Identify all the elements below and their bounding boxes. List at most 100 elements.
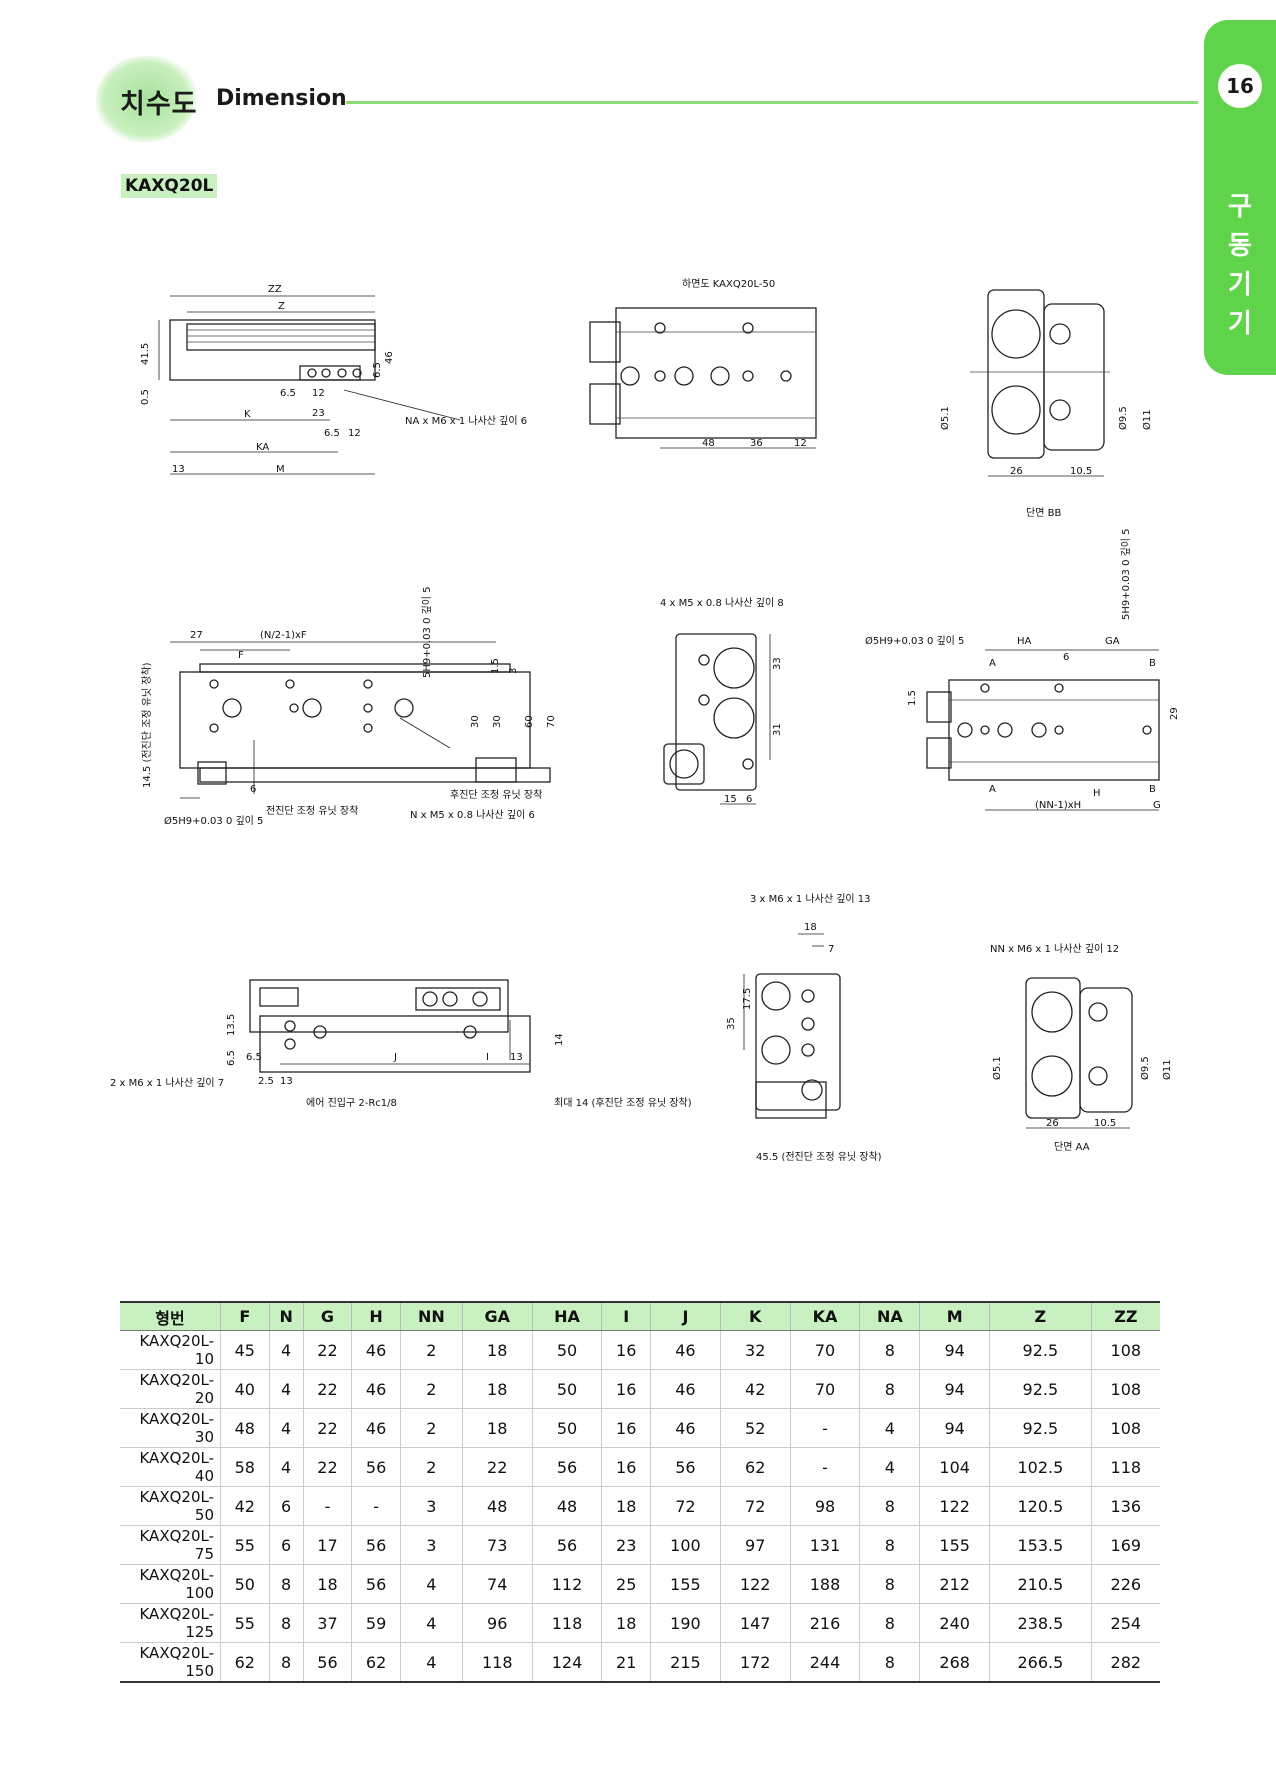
bottom-view-holes — [620, 322, 792, 386]
value-cell: 2 — [399, 1447, 463, 1487]
front-view-drawing: 27 (N/2-1)xF F 5H9+0.03 0 깊이 5 1.5 3 30 … — [141, 586, 557, 827]
value-cell: 268 — [919, 1642, 990, 1683]
dim-label: 26 — [1010, 466, 1023, 477]
dim-label: A — [989, 784, 996, 795]
model-cell: KAXQ20L-30 — [120, 1408, 221, 1448]
side-char: 구 — [1228, 192, 1252, 222]
value-cell: 37 — [302, 1603, 352, 1643]
value-cell: 100 — [650, 1525, 721, 1565]
dim-label: (N/2-1)xF — [260, 630, 307, 641]
value-cell: 18 — [461, 1369, 533, 1409]
dim-label: 13 — [280, 1076, 293, 1087]
value-cell: - — [789, 1447, 860, 1487]
value-cell: 46 — [351, 1408, 401, 1448]
value-cell: 8 — [268, 1603, 304, 1643]
dim-label: 15 — [724, 794, 737, 805]
dim-label: KA — [256, 442, 269, 453]
value-cell: 8 — [859, 1642, 920, 1683]
value-cell: 153.5 — [989, 1525, 1092, 1565]
model-cell: KAXQ20L-100 — [120, 1564, 221, 1604]
callout-note: 최대 14 (후진단 조정 유닛 장착) — [554, 1097, 692, 1109]
column-header: H — [351, 1301, 401, 1331]
value-cell: 4 — [268, 1330, 304, 1370]
value-cell: 18 — [461, 1408, 533, 1448]
dim-label: G — [1153, 800, 1161, 811]
value-cell: 50 — [531, 1369, 602, 1409]
dimension-table: 형번 F N G H NN GA HA I J K KA NA M Z ZZ K… — [120, 1301, 1160, 1683]
model-cell: KAXQ20L-40 — [120, 1447, 221, 1487]
value-cell: 172 — [719, 1642, 791, 1683]
value-cell: 74 — [461, 1564, 533, 1604]
dim-label: ZZ — [268, 284, 282, 295]
dim-label: Ø5.1 — [939, 406, 951, 430]
value-cell: 92.5 — [989, 1369, 1092, 1409]
dim-label: HA — [1017, 636, 1032, 647]
dim-label: Z — [278, 301, 285, 312]
model-cell: KAXQ20L-125 — [120, 1603, 221, 1643]
dim-label: 36 — [750, 438, 763, 449]
dim-label: I — [486, 1052, 489, 1063]
dim-label: 5H9+0.03 0 깊이 5 — [1120, 528, 1132, 620]
value-cell: 8 — [859, 1603, 920, 1643]
value-cell: 155 — [919, 1525, 990, 1565]
value-cell: 97 — [719, 1525, 791, 1565]
value-cell: 56 — [531, 1525, 602, 1565]
model-cell: KAXQ20L-150 — [120, 1642, 221, 1683]
section-aa-drawing: NN x M6 x 1 나사산 깊이 12 Ø5.1 Ø9.5 Ø11 26 1… — [990, 943, 1173, 1153]
value-cell: 4 — [859, 1408, 920, 1448]
thread-note: NN x M6 x 1 나사산 깊이 12 — [990, 943, 1119, 955]
value-cell: 22 — [302, 1447, 352, 1487]
value-cell: 254 — [1090, 1603, 1160, 1643]
value-cell: 108 — [1090, 1369, 1160, 1409]
value-cell: 102.5 — [989, 1447, 1092, 1487]
value-cell: 4 — [268, 1447, 304, 1487]
dim-label: 31 — [772, 723, 783, 736]
dim-label: 60 — [524, 715, 535, 728]
value-cell: 8 — [859, 1330, 920, 1370]
dim-label: 6.5 — [246, 1052, 262, 1063]
value-cell: 16 — [601, 1408, 651, 1448]
dim-label: 70 — [546, 715, 557, 728]
value-cell: 122 — [919, 1486, 990, 1526]
dim-label: 6.5 — [324, 428, 340, 439]
value-cell: 22 — [302, 1408, 352, 1448]
dim-label: K — [244, 409, 251, 420]
value-cell: 210.5 — [989, 1564, 1092, 1604]
value-cell: 131 — [789, 1525, 860, 1565]
end-view-right-drawing: 3 x M6 x 1 나사산 깊이 13 18 7 17.5 35 45.5 (… — [726, 893, 882, 1163]
value-cell: 40 — [220, 1369, 270, 1409]
dim-label: Ø11 — [1161, 1059, 1173, 1080]
value-cell: 112 — [531, 1564, 602, 1604]
thread-note: N x M5 x 0.8 나사산 깊이 6 — [410, 809, 535, 821]
value-cell: 42 — [220, 1486, 270, 1526]
value-cell: 56 — [351, 1564, 401, 1604]
dim-label: B — [1149, 658, 1156, 669]
page-number: 16 — [1218, 64, 1262, 108]
value-cell: 147 — [719, 1603, 791, 1643]
dim-label: 10.5 — [1094, 1118, 1116, 1129]
value-cell: 46 — [351, 1369, 401, 1409]
value-cell: 136 — [1090, 1486, 1160, 1526]
column-header: Z — [989, 1301, 1092, 1331]
value-cell: 42 — [719, 1369, 791, 1409]
dim-label: 46 — [384, 351, 395, 364]
dim-label: 27 — [190, 630, 203, 641]
value-cell: 282 — [1090, 1642, 1160, 1683]
value-cell: 18 — [601, 1486, 651, 1526]
value-cell: 155 — [650, 1564, 721, 1604]
value-cell: 3 — [399, 1525, 463, 1565]
column-header: 형번 — [120, 1301, 221, 1331]
value-cell: 118 — [1090, 1447, 1160, 1487]
value-cell: 108 — [1090, 1330, 1160, 1370]
value-cell: 17 — [302, 1525, 352, 1565]
dim-label: J — [393, 1052, 397, 1063]
dim-label: 41.5 — [140, 343, 151, 365]
dim-label: 14 — [554, 1033, 565, 1046]
column-header: I — [601, 1301, 651, 1331]
value-cell: 62 — [351, 1642, 401, 1683]
dim-label: 12 — [794, 438, 807, 449]
side-char: 기 — [1228, 309, 1252, 339]
column-header: KA — [789, 1301, 860, 1331]
